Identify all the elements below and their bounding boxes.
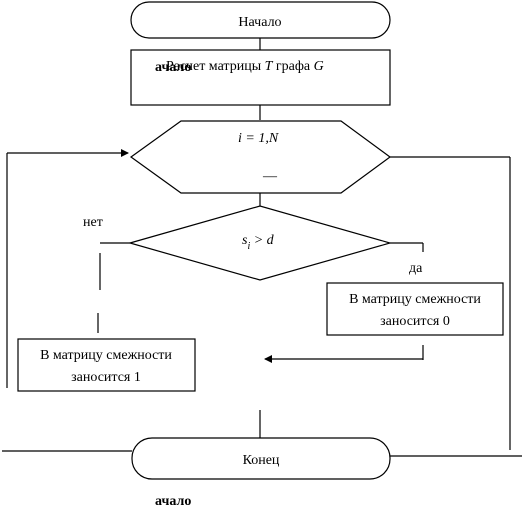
- end-label: Конец: [243, 453, 280, 468]
- box-yes-line2: заносится 0: [380, 314, 450, 329]
- box-yes: [326, 282, 504, 336]
- overlay-fragment: ачало: [155, 60, 191, 75]
- condition-diamond: [127, 205, 393, 281]
- end-terminator: [131, 437, 391, 480]
- branch-no-label: нет: [83, 215, 103, 230]
- loop-bar: —: [262, 169, 278, 184]
- box-no-line1: В матрицу смежности: [40, 348, 172, 363]
- start-label: Начало: [238, 15, 281, 30]
- footer-fragment: ачало: [155, 494, 191, 507]
- process-label: Расчет матрицы T графа G: [166, 59, 324, 74]
- loop-label: i = 1,N: [238, 131, 279, 146]
- loop-hexagon: [129, 120, 392, 194]
- branch-yes-label: да: [409, 261, 423, 276]
- process-box: [130, 49, 391, 106]
- condition-label: si > d: [242, 233, 275, 252]
- box-no: [17, 338, 196, 392]
- connectors: [2, 38, 522, 457]
- start-terminator: [130, 1, 391, 39]
- box-yes-line1: В матрицу смежности: [349, 292, 481, 307]
- box-no-line2: заносится 1: [71, 370, 141, 385]
